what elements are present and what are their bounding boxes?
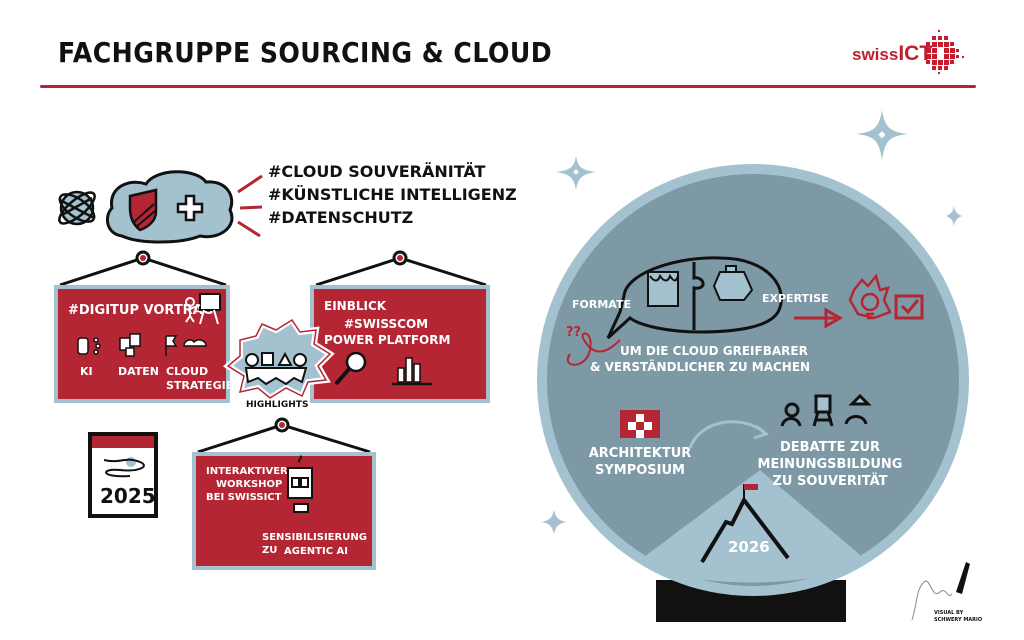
- magnifier-icon: [334, 351, 367, 386]
- presenter-icon: [185, 293, 221, 325]
- shield-icon: [128, 188, 158, 232]
- goal-text: UM DIE CLOUD GREIFBARER & VERSTÄNDLICHER…: [590, 344, 850, 375]
- people-group-icon: [780, 393, 872, 427]
- symposium-text: ARCHITEKTUR SYMPOSIUM: [580, 446, 700, 480]
- panel-item-daten: DATEN: [118, 365, 160, 378]
- curved-arrow-icon: [688, 420, 770, 449]
- speech-bubble-puzzle-icon: [606, 256, 783, 340]
- logo-prefix: swiss: [852, 45, 899, 64]
- signature-pen-icon: [911, 580, 953, 621]
- panel-title: #DIGITUP VORTRAG: [68, 303, 214, 318]
- hashtag-item: #DATENSCHUTZ: [268, 208, 414, 227]
- debate-line: ZU SOUVERITÄT: [772, 473, 888, 489]
- lightbulb-icon: [848, 273, 892, 320]
- panel-subtitle: POWER PLATFORM: [324, 333, 451, 347]
- panel-item-ki: KI: [80, 365, 93, 378]
- globe-floor: [640, 470, 866, 583]
- question-swirl: [566, 332, 621, 366]
- question-marks: ??: [566, 325, 582, 340]
- group-icon: [244, 351, 308, 386]
- hashtag-item: #CLOUD SOUVERÄNITÄT: [268, 162, 486, 181]
- symposium-line: ARCHITEKTUR: [588, 446, 692, 461]
- panel-hanger: [197, 417, 371, 454]
- panel-hanger: [315, 250, 487, 287]
- connector-lines: [237, 174, 263, 238]
- speaker-icon: [712, 265, 754, 301]
- visual-credit: VISUAL BY SCHWERY MARIO: [934, 610, 982, 624]
- panel-title: INTERAKTIVER: [206, 466, 288, 477]
- panel-title: EINBLICK: [324, 299, 387, 313]
- logo-suffix: ICT: [898, 42, 933, 65]
- page-title: FACHGRUPPE SOURCING & CLOUD: [58, 36, 553, 69]
- presentation-board-icon: [647, 271, 679, 307]
- arrow-icon: [794, 307, 844, 329]
- debate-text: DEBATTE ZUR MEINUNGSBILDUNG ZU SOUVERITÄ…: [750, 440, 910, 491]
- expertise-label: EXPERTISE: [762, 292, 829, 305]
- tangled-globe-icon: [58, 190, 96, 226]
- panel-note: SENSIBILISIERUNG ZU: [262, 532, 367, 556]
- credit-line: VISUAL BY: [934, 610, 964, 616]
- goal-line: UM DIE CLOUD GREIFBARER: [620, 344, 808, 358]
- panel-item-cloud-strategie: CLOUD STRATEGIE: [166, 365, 234, 392]
- panel-subtitle: #SWISSCOM: [344, 317, 429, 331]
- credit-line: SCHWERY MARIO: [934, 617, 983, 623]
- debate-line: DEBATTE ZUR: [779, 440, 881, 455]
- header-divider: [40, 85, 976, 88]
- summit-flag: [744, 484, 758, 490]
- calendar-year: 2025: [100, 484, 156, 508]
- hashtag-list: #CLOUD SOUVERÄNITÄT #KÜNSTLICHE INTELLIG…: [268, 160, 517, 229]
- formate-label: FORMATE: [572, 298, 631, 311]
- panel-note: AGENTIC AI: [284, 546, 348, 557]
- panel-workshop: INTERAKTIVER WORKSHOP BEI SWISSICT SENSI…: [192, 452, 376, 570]
- swiss-cross-icon: [176, 194, 204, 222]
- flag-cloud-icon: [165, 335, 207, 356]
- year-2026-label: 2026: [728, 538, 770, 556]
- swissict-logo: swissICT: [852, 42, 932, 66]
- highlights-label: HIGHLIGHTS: [246, 400, 309, 410]
- panel-title: BEI SWISSICT: [206, 492, 282, 503]
- symposium-line: SYMPOSIUM: [595, 462, 685, 478]
- bar-chart-icon: [392, 357, 432, 386]
- panel-hanger: [59, 250, 227, 287]
- debate-line: MEINUNGSBILDUNG: [757, 456, 903, 472]
- data-documents-icon: [119, 333, 141, 357]
- logo-dot-cross-icon: [926, 30, 964, 74]
- panel-title: WORKSHOP: [216, 479, 283, 490]
- ai-brain-icon: [77, 337, 101, 355]
- checkbox-icon: [894, 294, 924, 320]
- hashtag-item: #KÜNSTLICHE INTELLIGENZ: [268, 185, 517, 204]
- swiss-checkered-flag-icon: [620, 410, 660, 438]
- goal-line: & VERSTÄNDLICHER ZU MACHEN: [590, 359, 811, 374]
